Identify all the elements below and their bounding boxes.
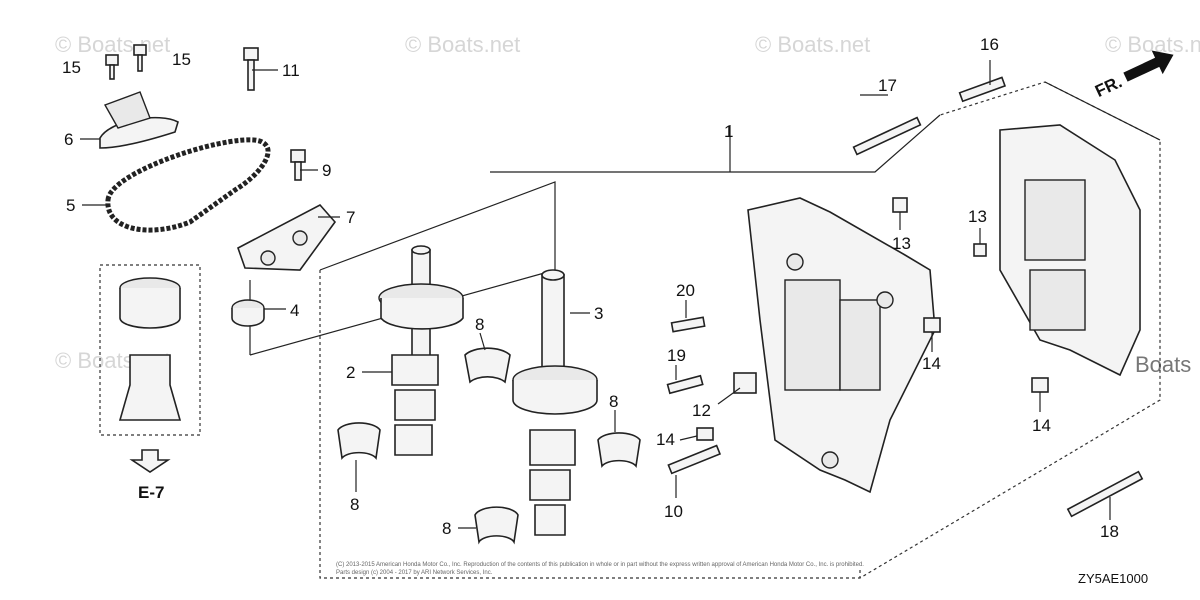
direction-label: FR.: [1092, 72, 1125, 101]
sprocket-4: [231, 299, 265, 327]
callout-6: 6: [64, 130, 73, 149]
callout-8: 8: [475, 315, 484, 334]
head-cover: [999, 124, 1141, 377]
bolt-19: [666, 374, 704, 395]
bearing-shells-8: [337, 347, 641, 545]
callout-7: 7: [346, 208, 355, 227]
footer: (C) 2013-2015 American Honda Motor Co., …: [336, 562, 1148, 586]
callout-11: 11: [282, 61, 300, 80]
callout-5: 5: [66, 196, 75, 215]
reference-label: E-7: [138, 483, 164, 502]
callout-8: 8: [442, 519, 451, 538]
watermark: Boats: [1135, 352, 1191, 377]
cam-holder-1: [747, 197, 936, 494]
callout-9: 9: [322, 161, 331, 180]
callout-19: 19: [667, 346, 686, 365]
callout-18: 18: [1100, 522, 1119, 541]
callout-8: 8: [350, 495, 359, 514]
watermark: © Boats.net: [755, 32, 870, 57]
bolts-15: [105, 44, 147, 80]
callout-15: 15: [172, 50, 191, 69]
leader-lines: [80, 60, 1111, 529]
copyright-text: Parts design (c) 2004 - 2017 by ARI Netw…: [336, 570, 493, 576]
bolt-20: [670, 316, 706, 333]
chain-tensioner-6: [99, 91, 179, 149]
callout-14: 14: [922, 354, 941, 373]
bolt-16: [958, 76, 1007, 103]
callout-labels: 1 2 3 4 5 6 7 8 8 8 8 9 10 11 12 13 13 1…: [62, 35, 1119, 541]
callout-15: 15: [62, 58, 81, 77]
watermark: © Boats.net: [55, 32, 170, 57]
callout-17: 17: [878, 76, 897, 95]
dowel-13: [892, 197, 987, 257]
camshaft-3: [512, 269, 598, 536]
bolt-10: [667, 444, 722, 475]
bolt-17: [852, 116, 922, 156]
callout-14: 14: [656, 430, 675, 449]
bolt-11: [243, 47, 259, 91]
callout-4: 4: [290, 301, 299, 320]
callout-16: 16: [980, 35, 999, 54]
assembly-outline: [249, 81, 1161, 579]
callout-13: 13: [892, 234, 911, 253]
bolt-18: [1066, 470, 1144, 518]
callout-20: 20: [676, 281, 695, 300]
callout-12: 12: [692, 401, 711, 420]
reference-inset: E-7: [99, 264, 201, 502]
copyright-text: (C) 2013-2015 American Honda Motor Co., …: [336, 562, 864, 568]
camshaft-2: [378, 245, 464, 456]
callout-13: 13: [968, 207, 987, 226]
callout-1: 1: [724, 122, 733, 141]
callout-2: 2: [346, 363, 355, 382]
watermark: © Boats.net: [405, 32, 520, 57]
callout-14: 14: [1032, 416, 1051, 435]
dowel-14: [696, 317, 1049, 441]
bolt-9: [290, 149, 306, 181]
watermarks: © Boats.net © Boats.net © Boats.net © Bo…: [55, 32, 1200, 377]
timing-chain-5: [105, 137, 271, 233]
callout-8: 8: [609, 392, 618, 411]
callout-10: 10: [664, 502, 683, 521]
callout-3: 3: [594, 304, 603, 323]
arrow-right-icon: [1123, 50, 1174, 82]
guide-plate-7: [237, 203, 337, 271]
diagram-code: ZY5AE1000: [1078, 571, 1148, 586]
watermark: © Boats.net: [1105, 32, 1200, 57]
